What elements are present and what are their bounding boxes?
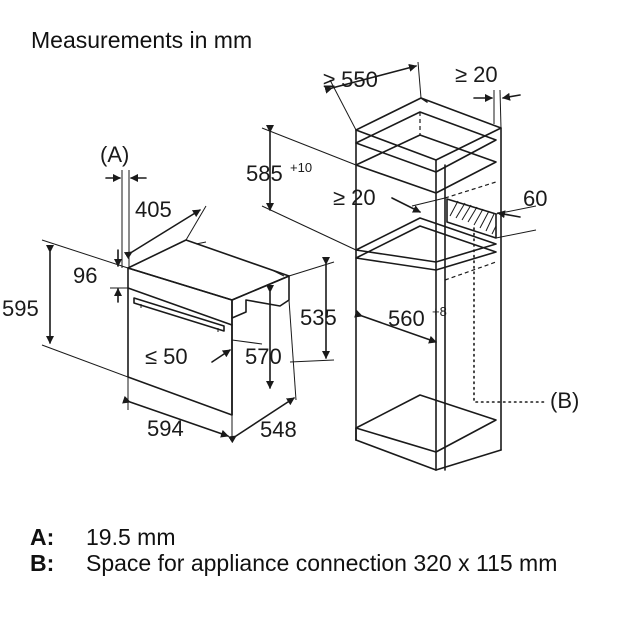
oven-top xyxy=(127,239,290,301)
oven-side xyxy=(231,275,290,319)
dim-body-height-front: 570 xyxy=(245,344,282,369)
note-value: Space for appliance connection 320 x 115… xyxy=(86,550,558,576)
page-title: Measurements in mm xyxy=(31,27,253,53)
note-key: B: xyxy=(30,550,55,576)
dim-niche-width-tol: +8 xyxy=(432,304,447,319)
notes: A: 19.5 mm B: Space for appliance connec… xyxy=(30,524,620,576)
oven-drawing xyxy=(127,239,290,416)
dim-oven-depth: 548 xyxy=(260,417,297,442)
dim-shelf-gap: ≥ 20 xyxy=(333,185,376,210)
note-value: 19.5 mm xyxy=(86,524,176,550)
dim-cab-wall: ≥ 20 xyxy=(455,62,498,87)
oven-dimensions xyxy=(41,170,335,444)
niche-floor xyxy=(355,217,497,263)
oven-handle xyxy=(133,297,225,332)
cabinet-drawing xyxy=(355,97,502,471)
dim-niche-width: 560 xyxy=(388,306,425,331)
note-a: A: 19.5 mm xyxy=(30,524,620,550)
dim-panel-height: 96 xyxy=(73,263,97,288)
dimension-labels: (A) 405 96 595 ≤ 50 570 535 594 548 ≥ 55… xyxy=(2,62,579,442)
dim-vent: 60 xyxy=(523,186,547,211)
dim-niche-height: 585 xyxy=(246,161,283,186)
dim-niche-height-tol: +10 xyxy=(290,160,312,175)
dim-cab-depth: ≥ 550 xyxy=(323,67,378,92)
dim-handle-clearance: ≤ 50 xyxy=(145,344,188,369)
marker-a: (A) xyxy=(100,142,129,167)
dim-oven-height: 595 xyxy=(2,296,39,321)
dim-front-panel-depth: 405 xyxy=(135,197,172,222)
note-b: B: Space for appliance connection 320 x … xyxy=(30,550,620,576)
oven-front xyxy=(127,267,233,416)
cabinet-dimensions xyxy=(261,61,546,403)
note-key: A: xyxy=(30,524,55,550)
vent-area xyxy=(446,198,497,239)
marker-b: (B) xyxy=(550,388,579,413)
dim-body-height-side: 535 xyxy=(300,305,337,330)
dim-oven-width: 594 xyxy=(147,416,184,441)
